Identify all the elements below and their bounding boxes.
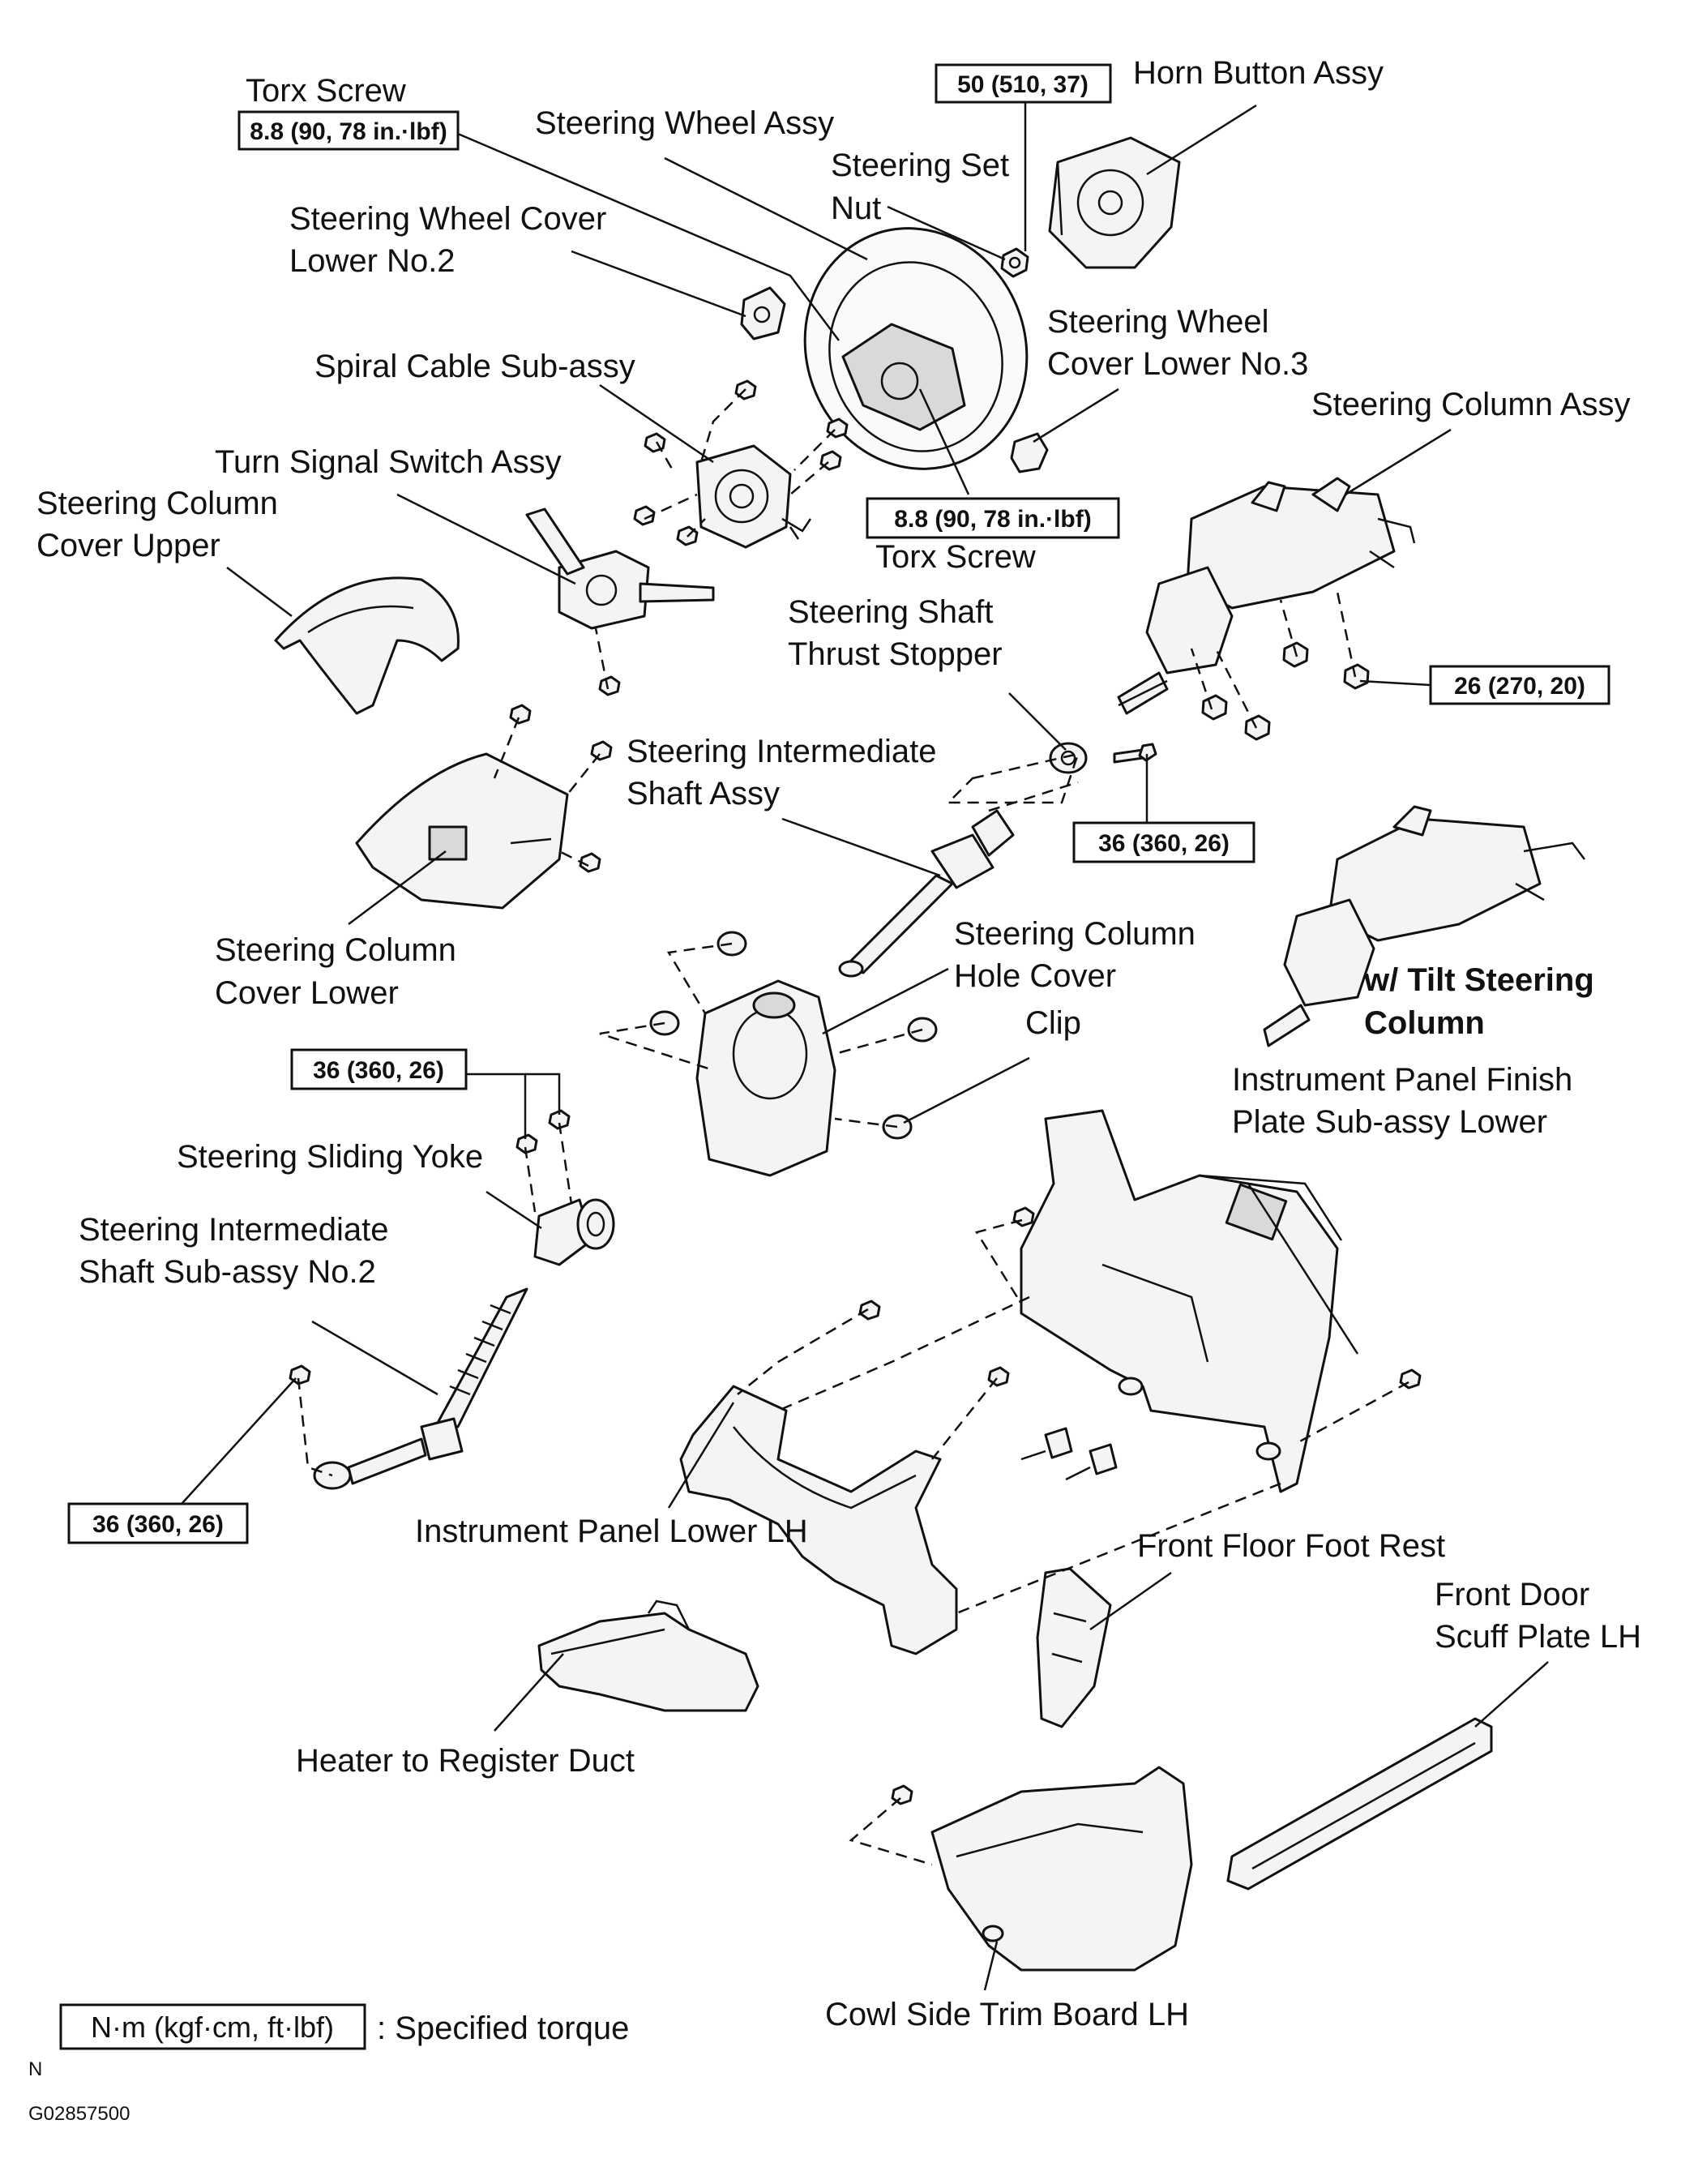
horn-button-assy-part (1048, 136, 1181, 269)
torque-box-torx-mid: 8.8 (90, 78 in.·lbf) (866, 497, 1120, 539)
column-cover-lower-part (355, 752, 569, 910)
label-steering-set-nut-2: Nut (831, 191, 881, 226)
column-cover-upper-part (274, 576, 460, 715)
torque-legend: N·m (kgf·cm, ft·lbf) : Specified torque (59, 2003, 629, 2050)
label-spiral-cable: Spiral Cable Sub-assy (314, 349, 635, 384)
leader-lines (173, 89, 1549, 1991)
label-thrust-stopper-1: Steering Shaft (788, 594, 994, 630)
intermediate-shaft-no2-part (313, 1287, 528, 1490)
label-finish-plate-1: Instrument Panel Finish (1232, 1062, 1572, 1098)
label-tilt-column-2: Column (1364, 1005, 1485, 1041)
panel-lower-lh-part (679, 1385, 958, 1655)
torque-box-thrust-bolt: 36 (360, 26) (1072, 821, 1255, 863)
torque-box-torx-top: 8.8 (90, 78 in.·lbf) (237, 110, 460, 151)
legend-meaning: : Specified torque (377, 2011, 629, 2046)
label-steering-column-assy: Steering Column Assy (1311, 387, 1631, 422)
label-column-cover-lower-2: Cover Lower (215, 975, 399, 1011)
tilt-steering-column-part (1263, 805, 1585, 1047)
label-horn-button-assy: Horn Button Assy (1133, 55, 1384, 91)
torque-lower-bolt-value: 36 (360, 26) (92, 1511, 224, 1538)
turn-signal-switch-part (525, 507, 715, 630)
wheel-cover-lower-no2-part (740, 286, 786, 340)
label-intermediate-no2-1: Steering Intermediate (79, 1212, 388, 1248)
label-wheel-cover-no3-1: Steering Wheel (1047, 304, 1268, 340)
torque-set-nut-value: 50 (510, 37) (957, 71, 1089, 98)
steering-set-nut-part (1000, 247, 1029, 278)
label-foot-rest: Front Floor Foot Rest (1137, 1528, 1445, 1564)
torque-column-nut-value: 26 (270, 20) (1454, 673, 1585, 700)
label-steering-wheel-assy: Steering Wheel Assy (535, 105, 834, 141)
label-tilt-column-1: w/ Tilt Steering (1363, 962, 1594, 998)
label-turn-signal-switch: Turn Signal Switch Assy (215, 444, 562, 480)
label-wheel-cover-no2-1: Steering Wheel Cover (289, 201, 606, 237)
torque-box-column-nut: 26 (270, 20) (1429, 665, 1610, 705)
cowl-trim-part (930, 1766, 1193, 1972)
torque-thrust-bolt-value: 36 (360, 26) (1098, 830, 1230, 857)
label-hole-cover-1: Steering Column (954, 916, 1196, 952)
foot-rest-part (1036, 1567, 1112, 1728)
label-sliding-yoke: Steering Sliding Yoke (177, 1139, 483, 1175)
hole-cover-part (695, 979, 836, 1177)
intermediate-shaft-part (838, 809, 1015, 978)
label-intermediate-no2-2: Shaft Sub-assy No.2 (79, 1254, 376, 1290)
label-torx-screw-top: Torx Screw (246, 73, 406, 109)
steering-column-assy-part (1117, 477, 1416, 715)
label-intermediate-shaft-1: Steering Intermediate (627, 734, 936, 769)
label-clip: Clip (1025, 1005, 1081, 1041)
column-nuts-part (1201, 641, 1370, 741)
torque-box-lower-bolt: 36 (360, 26) (67, 1502, 249, 1544)
thrust-stopper-part (1049, 742, 1157, 774)
connectors-part (1020, 1427, 1118, 1481)
torque-yoke-bolts-value: 36 (360, 26) (313, 1057, 444, 1084)
label-finish-plate-2: Plate Sub-assy Lower (1232, 1104, 1547, 1140)
steering-wheel-part (803, 227, 1029, 470)
label-scuff-plate-2: Scuff Plate LH (1435, 1619, 1641, 1655)
label-cowl-trim: Cowl Side Trim Board LH (825, 1997, 1189, 2032)
spiral-cable-part (695, 444, 812, 549)
legend-unit: N·m (kgf·cm, ft·lbf) (91, 2011, 334, 2044)
assembly-dashed-lines (297, 388, 1409, 1866)
label-column-cover-lower-1: Steering Column (215, 932, 456, 968)
label-heater-duct: Heater to Register Duct (296, 1743, 635, 1779)
sliding-yoke-part (533, 1198, 615, 1266)
figure-code: G02857500 (28, 2103, 130, 2125)
label-wheel-cover-no2-2: Lower No.2 (289, 243, 456, 279)
label-column-cover-upper-2: Cover Upper (36, 528, 220, 563)
label-scuff-plate-1: Front Door (1435, 1577, 1589, 1612)
finish-plate-part (1020, 1109, 1343, 1493)
label-hole-cover-2: Hole Cover (954, 958, 1116, 994)
torque-torx-mid-value: 8.8 (90, 78 in.·lbf) (894, 506, 1091, 533)
footer-letter: N (28, 2058, 42, 2080)
label-column-cover-upper-1: Steering Column (36, 486, 278, 521)
label-steering-set-nut-1: Steering Set (831, 148, 1009, 183)
label-intermediate-shaft-2: Shaft Assy (627, 776, 780, 812)
torque-box-set-nut: 50 (510, 37) (935, 63, 1112, 104)
torque-box-yoke-bolts: 36 (360, 26) (290, 1048, 468, 1090)
label-wheel-cover-no3-2: Cover Lower No.3 (1047, 346, 1308, 382)
label-torx-screw-mid: Torx Screw (875, 539, 1036, 575)
label-thrust-stopper-2: Thrust Stopper (788, 636, 1003, 672)
torque-torx-top-value: 8.8 (90, 78 in.·lbf) (250, 118, 447, 145)
heater-duct-part (537, 1599, 759, 1712)
label-panel-lower-lh: Instrument Panel Lower LH (415, 1514, 808, 1549)
scuff-plate-part (1226, 1717, 1493, 1891)
wheel-cover-lower-no3-part (1010, 432, 1049, 473)
